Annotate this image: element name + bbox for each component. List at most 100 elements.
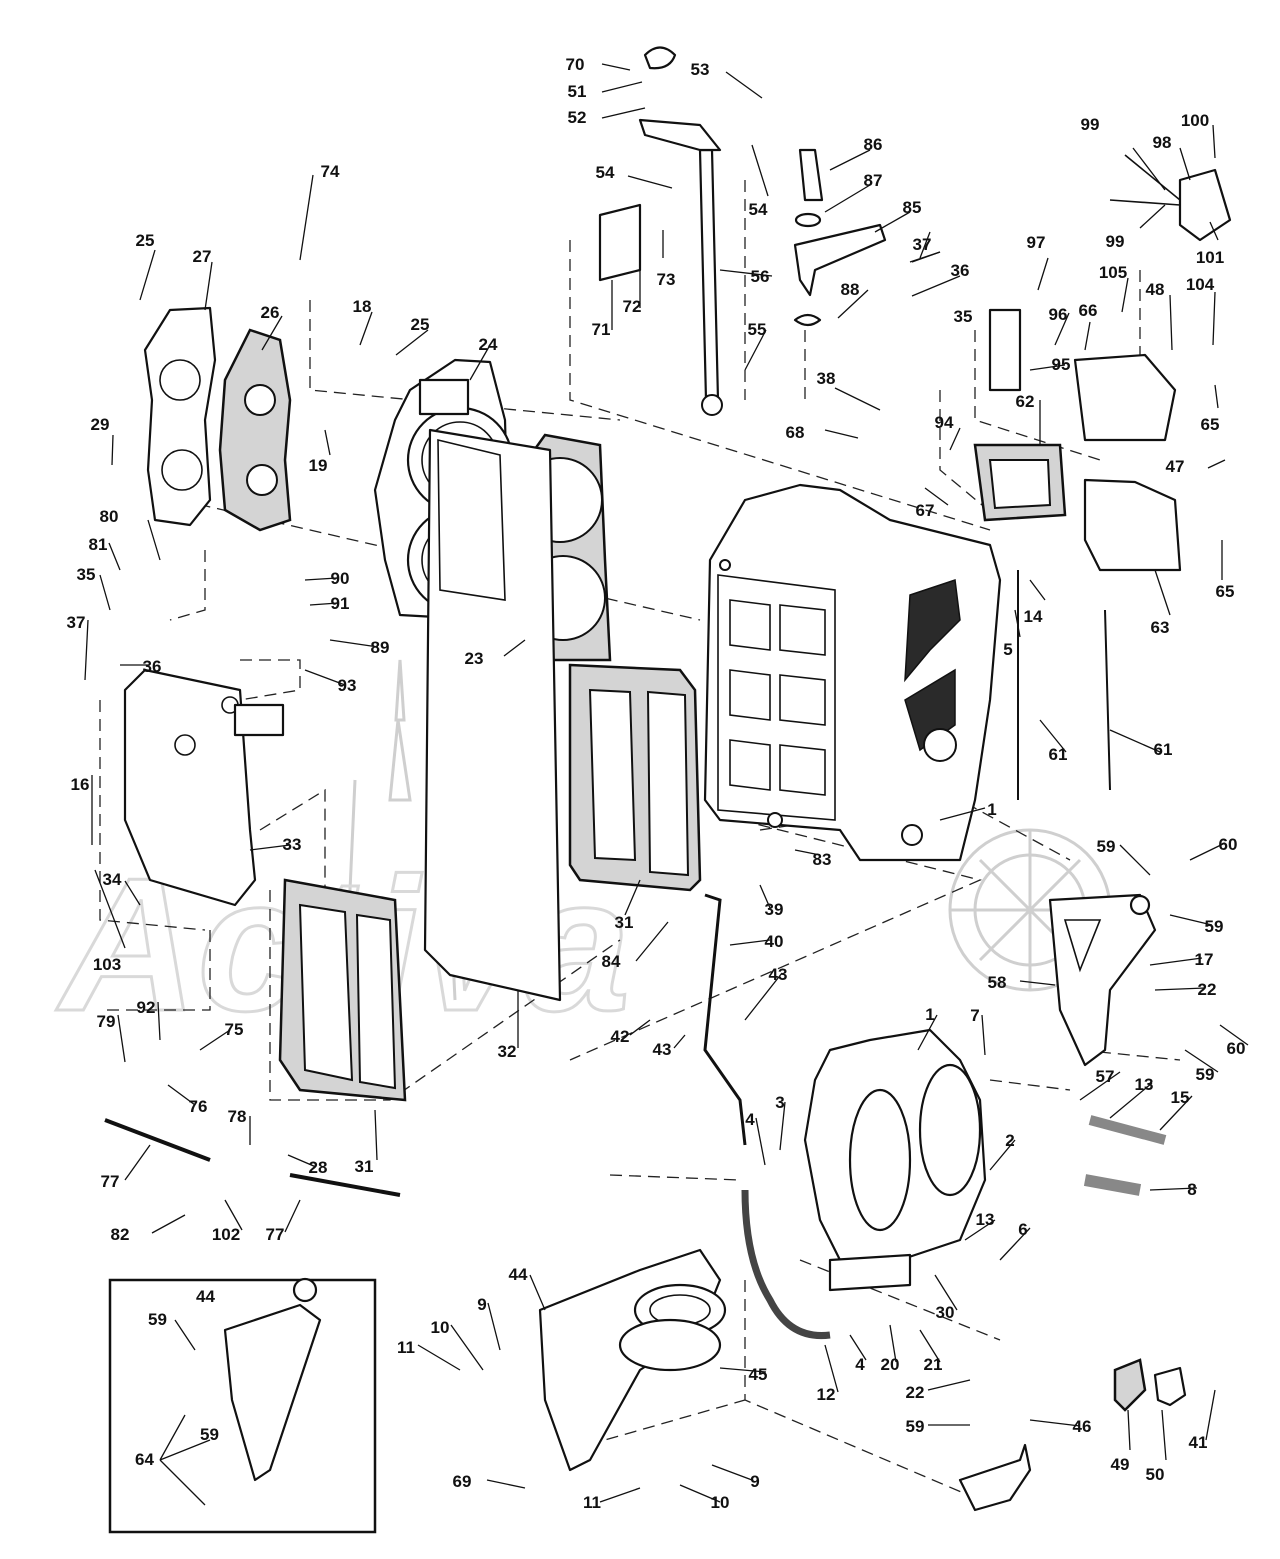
callout-c38: 38 (817, 369, 836, 388)
callout-c57: 57 (1096, 1067, 1115, 1086)
callout-c31a: 31 (355, 1157, 374, 1176)
callout-c87: 87 (864, 171, 883, 190)
callout-c40: 40 (765, 932, 784, 951)
callout-c32: 32 (498, 1042, 517, 1061)
callout-c103: 103 (93, 955, 121, 974)
inset-panel: 44 59 64 59 (108, 1277, 377, 1534)
callout-c90: 90 (331, 569, 350, 588)
callout-c60b: 60 (1227, 1039, 1246, 1058)
callout-c92: 92 (137, 998, 156, 1017)
mount-bracket-right (1048, 893, 1157, 1067)
inset-label-59a: 59 (148, 1310, 167, 1329)
callout-c15: 15 (1171, 1088, 1190, 1107)
callout-c20: 20 (881, 1355, 900, 1374)
callout-c85: 85 (903, 198, 922, 217)
callout-c36a: 36 (951, 261, 970, 280)
callout-c16: 16 (71, 775, 90, 794)
callout-c59c: 59 (1196, 1065, 1215, 1084)
callout-c88: 88 (841, 280, 860, 299)
callout-c99a: 99 (1081, 115, 1100, 134)
callout-c12: 12 (817, 1385, 836, 1404)
callout-c44: 44 (509, 1265, 528, 1284)
callout-c13a: 13 (1135, 1075, 1154, 1094)
lower-bracket-parts (958, 1358, 1187, 1512)
callout-c77b: 77 (266, 1225, 285, 1244)
callout-c31b: 31 (615, 913, 634, 932)
callout-c80: 80 (100, 507, 119, 526)
hose-and-rods (104, 570, 1167, 1340)
callout-c93: 93 (338, 676, 357, 695)
callout-c10b: 10 (711, 1493, 730, 1512)
callout-c25b: 25 (411, 315, 430, 334)
motor-mount-bracket (538, 1248, 727, 1472)
callout-c25a: 25 (136, 231, 155, 250)
callout-c28: 28 (309, 1158, 328, 1177)
callout-c53: 53 (691, 60, 710, 79)
callout-c18: 18 (353, 297, 372, 316)
callout-c21: 21 (924, 1355, 943, 1374)
cover-plate (423, 428, 562, 1002)
callout-c95: 95 (1052, 355, 1071, 374)
callout-c101: 101 (1196, 248, 1224, 267)
callout-c66: 66 (1079, 301, 1098, 320)
callout-c48: 48 (1146, 280, 1165, 299)
callout-c19: 19 (309, 456, 328, 475)
callout-c96: 96 (1049, 305, 1068, 324)
callout-c43b: 43 (653, 1040, 672, 1059)
callout-c72: 72 (623, 297, 642, 316)
callout-c45: 45 (749, 1365, 768, 1384)
callout-c98: 98 (1153, 133, 1172, 152)
callout-c60a: 60 (1219, 835, 1238, 854)
callout-c41: 41 (1189, 1433, 1208, 1452)
callout-c47: 47 (1166, 457, 1185, 476)
callout-c82: 82 (111, 1225, 130, 1244)
callout-c9a: 9 (477, 1295, 486, 1314)
callout-c94: 94 (935, 413, 954, 432)
callout-c61b: 61 (1154, 740, 1173, 759)
inset-label-64: 64 (135, 1450, 154, 1469)
callout-c37a: 37 (913, 235, 932, 254)
callout-c27: 27 (193, 247, 212, 266)
callout-c22a: 22 (1198, 980, 1217, 999)
bypass-cover (123, 668, 285, 907)
water-cover-gasket (218, 328, 292, 532)
callout-c55: 55 (748, 320, 767, 339)
callout-c84: 84 (602, 952, 621, 971)
callout-c7: 7 (970, 1006, 979, 1025)
callout-c70: 70 (566, 55, 585, 74)
callout-c77a: 77 (101, 1172, 120, 1191)
callout-c39: 39 (765, 900, 784, 919)
callout-c8: 8 (1187, 1180, 1196, 1199)
callout-c4b: 4 (855, 1355, 865, 1374)
exhaust-cover (973, 308, 1182, 572)
callout-c78: 78 (228, 1107, 247, 1126)
inset-label-44: 44 (196, 1287, 215, 1306)
callout-c56: 56 (751, 267, 770, 286)
intake-gasket-upper (568, 663, 702, 892)
water-cover-plate (143, 306, 217, 527)
callout-c1a: 1 (987, 800, 996, 819)
callout-c65b: 65 (1216, 582, 1235, 601)
callout-c91: 91 (331, 594, 350, 613)
callout-c9b: 9 (750, 1472, 759, 1491)
callout-c68: 68 (786, 423, 805, 442)
callout-c29: 29 (91, 415, 110, 434)
callout-c65a: 65 (1201, 415, 1220, 434)
callout-c2: 2 (1005, 1131, 1014, 1150)
callout-c23: 23 (465, 649, 484, 668)
callout-c62: 62 (1016, 392, 1035, 411)
callout-c54b: 54 (749, 200, 768, 219)
callout-c5: 5 (1003, 640, 1012, 659)
callout-c75: 75 (225, 1020, 244, 1039)
callout-c51: 51 (568, 82, 587, 101)
callout-c97: 97 (1027, 233, 1046, 252)
callout-c13b: 13 (976, 1210, 995, 1229)
callout-c43a: 43 (769, 965, 788, 984)
callout-c4a: 4 (745, 1110, 755, 1129)
throttle-lever (793, 148, 887, 327)
callout-c69: 69 (453, 1472, 472, 1491)
callout-c11a: 11 (397, 1338, 415, 1357)
callout-c100: 100 (1181, 111, 1209, 130)
leader-lines (84, 63, 1249, 1503)
